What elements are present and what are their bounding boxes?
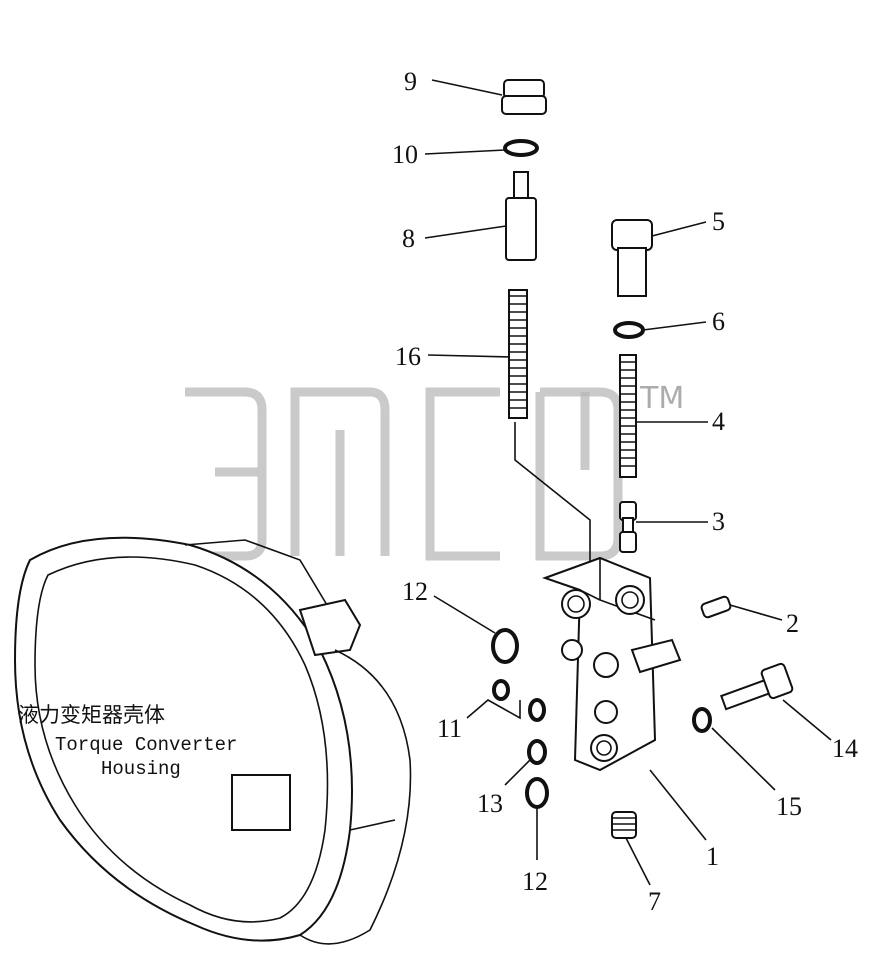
housing-label-english-1: Torque Converter (55, 734, 237, 756)
part-8-piston (505, 171, 537, 261)
part-11-o-ring-b (528, 698, 546, 722)
callout-5: 5 (712, 207, 725, 236)
callout-7: 7 (648, 887, 661, 916)
callout-10: 10 (392, 140, 418, 169)
housing-label-english-2: Housing (101, 758, 181, 780)
part-10-o-ring (503, 139, 539, 157)
part-9-plug (501, 79, 547, 115)
torque-converter-housing (13, 536, 412, 945)
part-2-plug (700, 595, 732, 619)
callout-11: 11 (437, 714, 462, 743)
part-13-o-ring (527, 739, 547, 765)
callout-2: 2 (786, 609, 799, 638)
callout-12-top: 12 (402, 577, 428, 606)
part-1-valve-body (541, 556, 682, 772)
part-12-o-ring-top (491, 628, 519, 664)
callout-1: 1 (706, 842, 719, 871)
part-5-plug (611, 219, 653, 297)
callout-4: 4 (712, 407, 725, 436)
callouts: 9 10 8 16 5 6 4 3 2 12 11 13 12 14 15 1 … (392, 67, 858, 916)
part-4-spring (619, 354, 637, 478)
part-7-plug (611, 811, 637, 839)
part-6-o-ring (613, 321, 645, 339)
leader-lines (424, 79, 832, 886)
callout-12-bottom: 12 (522, 867, 548, 896)
housing-label-chinese: 液力变矩器壳体 (18, 703, 165, 727)
callout-14: 14 (832, 734, 858, 763)
callout-9: 9 (404, 67, 417, 96)
watermark-logo: TM (185, 381, 684, 561)
callout-13: 13 (477, 789, 503, 818)
part-14-bolt (720, 662, 794, 711)
part-15-snap-ring (692, 707, 712, 733)
callout-15: 15 (776, 792, 802, 821)
callout-8: 8 (402, 224, 415, 253)
watermark-tm: TM (639, 381, 684, 416)
part-16-spring (508, 289, 528, 419)
part-12-o-ring-bottom (525, 777, 549, 809)
callout-6: 6 (712, 307, 725, 336)
part-3-valve (619, 501, 637, 553)
part-11-o-ring-a (492, 679, 510, 701)
callout-3: 3 (712, 507, 725, 536)
callout-16: 16 (395, 342, 421, 371)
